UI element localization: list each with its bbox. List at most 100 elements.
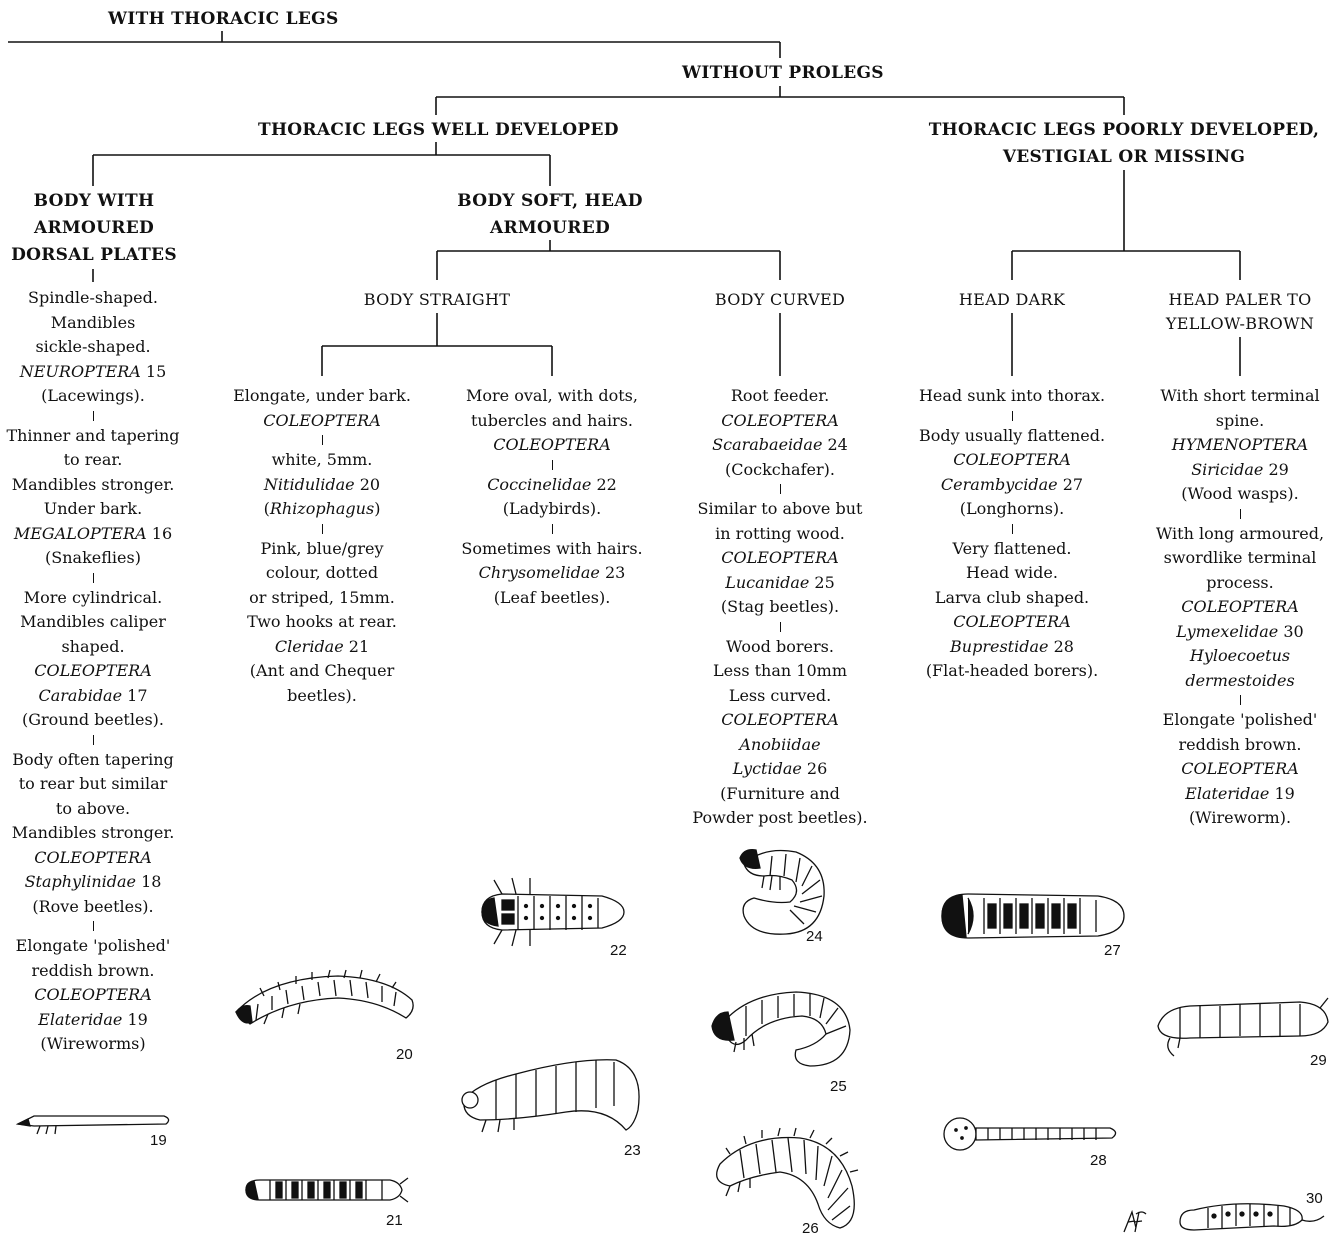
figure-number-27: 27 bbox=[1104, 942, 1121, 959]
figure-number-24: 24 bbox=[806, 928, 823, 945]
connector-tick bbox=[551, 459, 553, 470]
key-line: Less than 10mm bbox=[713, 661, 847, 680]
key-line: With short terminal bbox=[1160, 386, 1320, 405]
connector-tick bbox=[1011, 410, 1013, 421]
key-line: sickle-shaped. bbox=[35, 337, 151, 356]
connector-tick bbox=[779, 484, 781, 494]
key-line: (Ground beetles). bbox=[22, 710, 164, 729]
root-header: WITH THORACIC LEGS bbox=[108, 9, 339, 29]
key-line: HYMENOPTERA bbox=[1171, 435, 1309, 454]
larva-figure-21 bbox=[240, 1172, 410, 1208]
key-line: (Lacewings). bbox=[41, 386, 145, 405]
key-line: COLEOPTERA bbox=[1181, 597, 1299, 616]
key-line: Root feeder. bbox=[730, 386, 830, 405]
key-line: (Wireworms) bbox=[40, 1034, 146, 1053]
column-head-dark: Head sunk into thorax. Body usually flatt… bbox=[902, 384, 1122, 684]
key-line: Chrysomelidae 23 bbox=[478, 563, 626, 582]
connector-tick bbox=[321, 523, 323, 534]
figure-number-29: 29 bbox=[1310, 1052, 1327, 1069]
figure-number-25: 25 bbox=[830, 1078, 847, 1095]
connector-tick bbox=[92, 572, 94, 583]
key-line: More oval, with dots, bbox=[466, 386, 638, 405]
connector-tick bbox=[1011, 523, 1013, 534]
key-line: shaped. bbox=[61, 636, 125, 656]
key-line: to rear. bbox=[63, 450, 123, 469]
key-line: With long armoured, bbox=[1155, 523, 1325, 543]
larva-figure-27 bbox=[938, 886, 1128, 946]
connector-tick bbox=[1239, 695, 1241, 705]
key-line: reddish brown. bbox=[31, 960, 155, 980]
figure-number-28: 28 bbox=[1090, 1152, 1107, 1169]
key-line: Carabidae 17 bbox=[38, 685, 148, 705]
key-line: Anobiidae bbox=[739, 734, 821, 754]
larva-figure-22 bbox=[472, 868, 632, 958]
column-head-paler: With short terminal spine. HYMENOPTERA Siri… bbox=[1150, 384, 1330, 831]
connector-tick bbox=[1239, 508, 1241, 519]
body-straight-label: BODY STRAIGHT bbox=[363, 290, 511, 309]
larva-figure-28 bbox=[940, 1112, 1122, 1156]
key-line: Elongate 'polished' bbox=[1162, 710, 1318, 729]
key-line: (Snakeflies) bbox=[45, 548, 141, 567]
key-line: Sometimes with hairs. bbox=[461, 538, 643, 558]
key-line: colour, dotted bbox=[265, 563, 379, 582]
key-line: swordlike terminal bbox=[1163, 548, 1317, 567]
figure-number-19: 19 bbox=[150, 1132, 167, 1149]
figure-number-22: 22 bbox=[610, 942, 627, 959]
larva-figure-25 bbox=[706, 984, 856, 1080]
key-line: Mandibles stronger. bbox=[11, 474, 175, 494]
key-line: (Wood wasps). bbox=[1181, 484, 1299, 503]
figure-number-30: 30 bbox=[1306, 1190, 1323, 1207]
key-line: Elateridae 19 bbox=[1185, 783, 1295, 803]
key-line: (Rhizophagus) bbox=[263, 499, 381, 518]
key-line: Wood borers. bbox=[726, 636, 834, 656]
key-line: beetles). bbox=[287, 685, 357, 705]
key-line: COLEOPTERA bbox=[493, 435, 611, 454]
key-line: Body often tapering bbox=[12, 749, 174, 769]
key-line: Pink, blue/grey bbox=[260, 538, 384, 558]
key-line: COLEOPTERA bbox=[953, 450, 1071, 469]
key-line: Mandibles bbox=[50, 312, 136, 332]
key-line: Cleridae 21 bbox=[274, 636, 370, 656]
key-line: (Rove beetles). bbox=[32, 896, 154, 916]
key-line: COLEOPTERA bbox=[953, 612, 1071, 631]
key-line: COLEOPTERA bbox=[721, 410, 839, 430]
without-prolegs-header: WITHOUT PROLEGS bbox=[682, 63, 884, 83]
larva-figure-29 bbox=[1150, 992, 1330, 1062]
key-line: COLEOPTERA bbox=[721, 710, 839, 729]
legs-poorly-developed-header: THORACIC LEGS POORLY DEVELOPED,VESTIGIAL… bbox=[928, 120, 1320, 167]
larva-figure-30 bbox=[1174, 1194, 1330, 1234]
key-line: Larva club shaped. bbox=[934, 587, 1090, 607]
key-line: Lymexelidae 30 bbox=[1176, 621, 1304, 641]
key-line: COLEOPTERA bbox=[34, 847, 152, 867]
key-line: COLEOPTERA bbox=[721, 548, 839, 567]
key-line: Cerambycidae 27 bbox=[940, 474, 1084, 494]
key-line: (Stag beetles). bbox=[720, 597, 840, 616]
connector-tick bbox=[321, 435, 323, 445]
key-line: to rear but similar bbox=[18, 774, 168, 793]
figure-number-21: 21 bbox=[386, 1212, 403, 1229]
connector-tick bbox=[92, 410, 94, 421]
figure-number-26: 26 bbox=[802, 1220, 819, 1237]
key-line: (Cockchafer). bbox=[725, 459, 835, 479]
key-line: Body usually flattened. bbox=[918, 425, 1106, 445]
key-line: white, 5mm. bbox=[271, 450, 373, 469]
larva-figure-26 bbox=[700, 1124, 866, 1234]
column-straight-right: More oval, with dots,tubercles and hairs… bbox=[452, 384, 652, 610]
key-line: Thinner and tapering bbox=[6, 425, 180, 445]
figure-number-23: 23 bbox=[624, 1142, 641, 1159]
key-line: Siricidae 29 bbox=[1191, 459, 1289, 479]
key-line: process. bbox=[1206, 572, 1274, 592]
larva-figure-23 bbox=[456, 1050, 646, 1140]
key-line: Staphylinidae 18 bbox=[24, 872, 162, 891]
key-line: MEGALOPTERA 16 bbox=[13, 523, 173, 543]
key-line: Buprestidae 28 bbox=[950, 636, 1074, 656]
key-line: (Ant and Chequer bbox=[249, 661, 395, 680]
key-line: spine. bbox=[1215, 410, 1265, 430]
key-line: Head sunk into thorax. bbox=[918, 386, 1106, 405]
key-line: Under bark. bbox=[43, 499, 143, 518]
key-line: Very flattened. bbox=[952, 538, 1072, 558]
